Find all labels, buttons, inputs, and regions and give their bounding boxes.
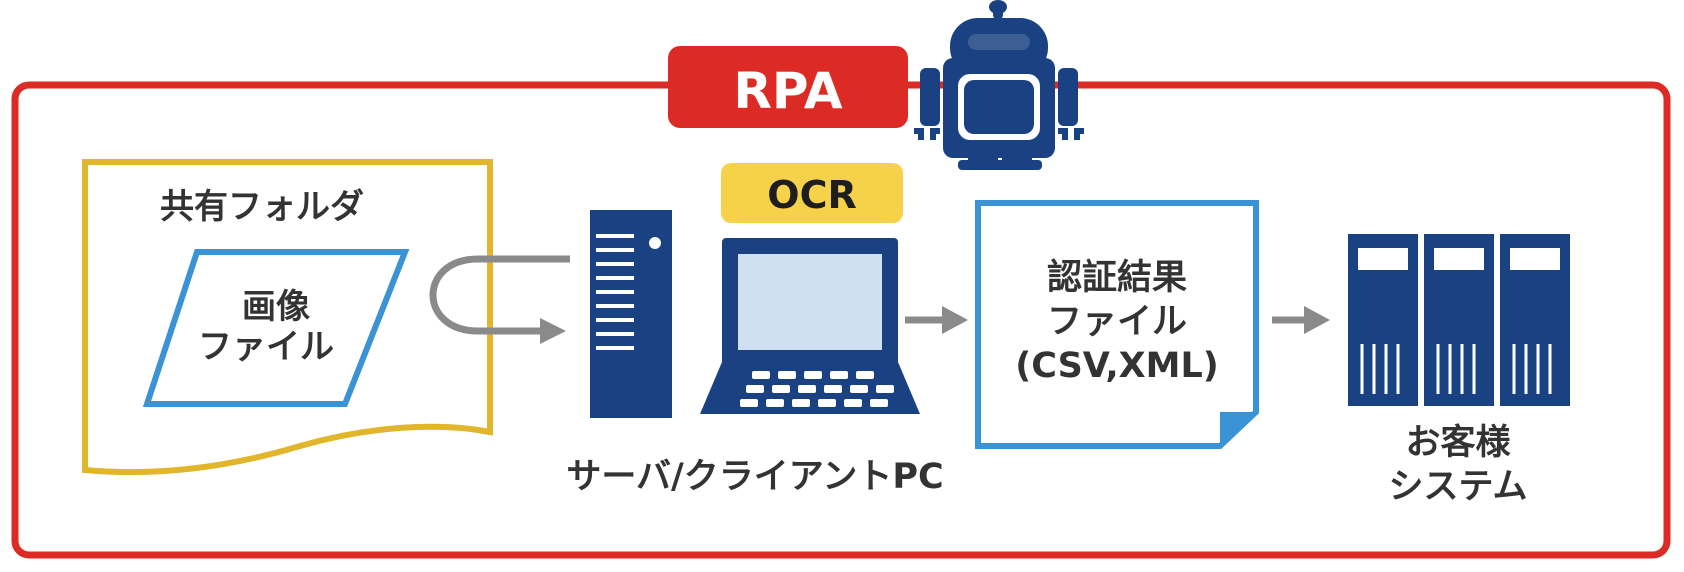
customer-system-icon bbox=[1348, 234, 1570, 406]
result-file-label-line3: (CSV,XML) bbox=[1015, 346, 1219, 386]
ocr-badge-label: OCR bbox=[767, 173, 856, 217]
robot-icon bbox=[914, 0, 1084, 170]
image-file-label-line2: ファイル bbox=[198, 327, 334, 367]
result-file-label-line1: 認証結果 bbox=[1047, 258, 1187, 298]
arrow-right-icon bbox=[905, 306, 968, 334]
customer-system-label-line2: システム bbox=[1389, 467, 1528, 507]
rpa-badge-label: RPA bbox=[733, 62, 843, 120]
laptop-icon bbox=[700, 238, 920, 414]
result-file-label-line2: ファイル bbox=[1047, 302, 1187, 342]
loop-arrow-icon bbox=[429, 255, 570, 344]
image-file-label-line1: 画像 bbox=[242, 287, 310, 327]
server-tower-icon bbox=[590, 210, 672, 418]
pc-caption: サーバ/クライアントPC bbox=[566, 457, 943, 497]
shared-folder-title: 共有フォルダ bbox=[160, 187, 364, 227]
ocr-badge bbox=[721, 163, 903, 223]
customer-system-label-line1: お客様 bbox=[1405, 422, 1511, 463]
arrow-right-icon bbox=[1272, 306, 1330, 334]
image-file-shape bbox=[142, 249, 410, 407]
result-file-fold bbox=[1220, 412, 1256, 446]
rpa-badge bbox=[668, 46, 908, 128]
